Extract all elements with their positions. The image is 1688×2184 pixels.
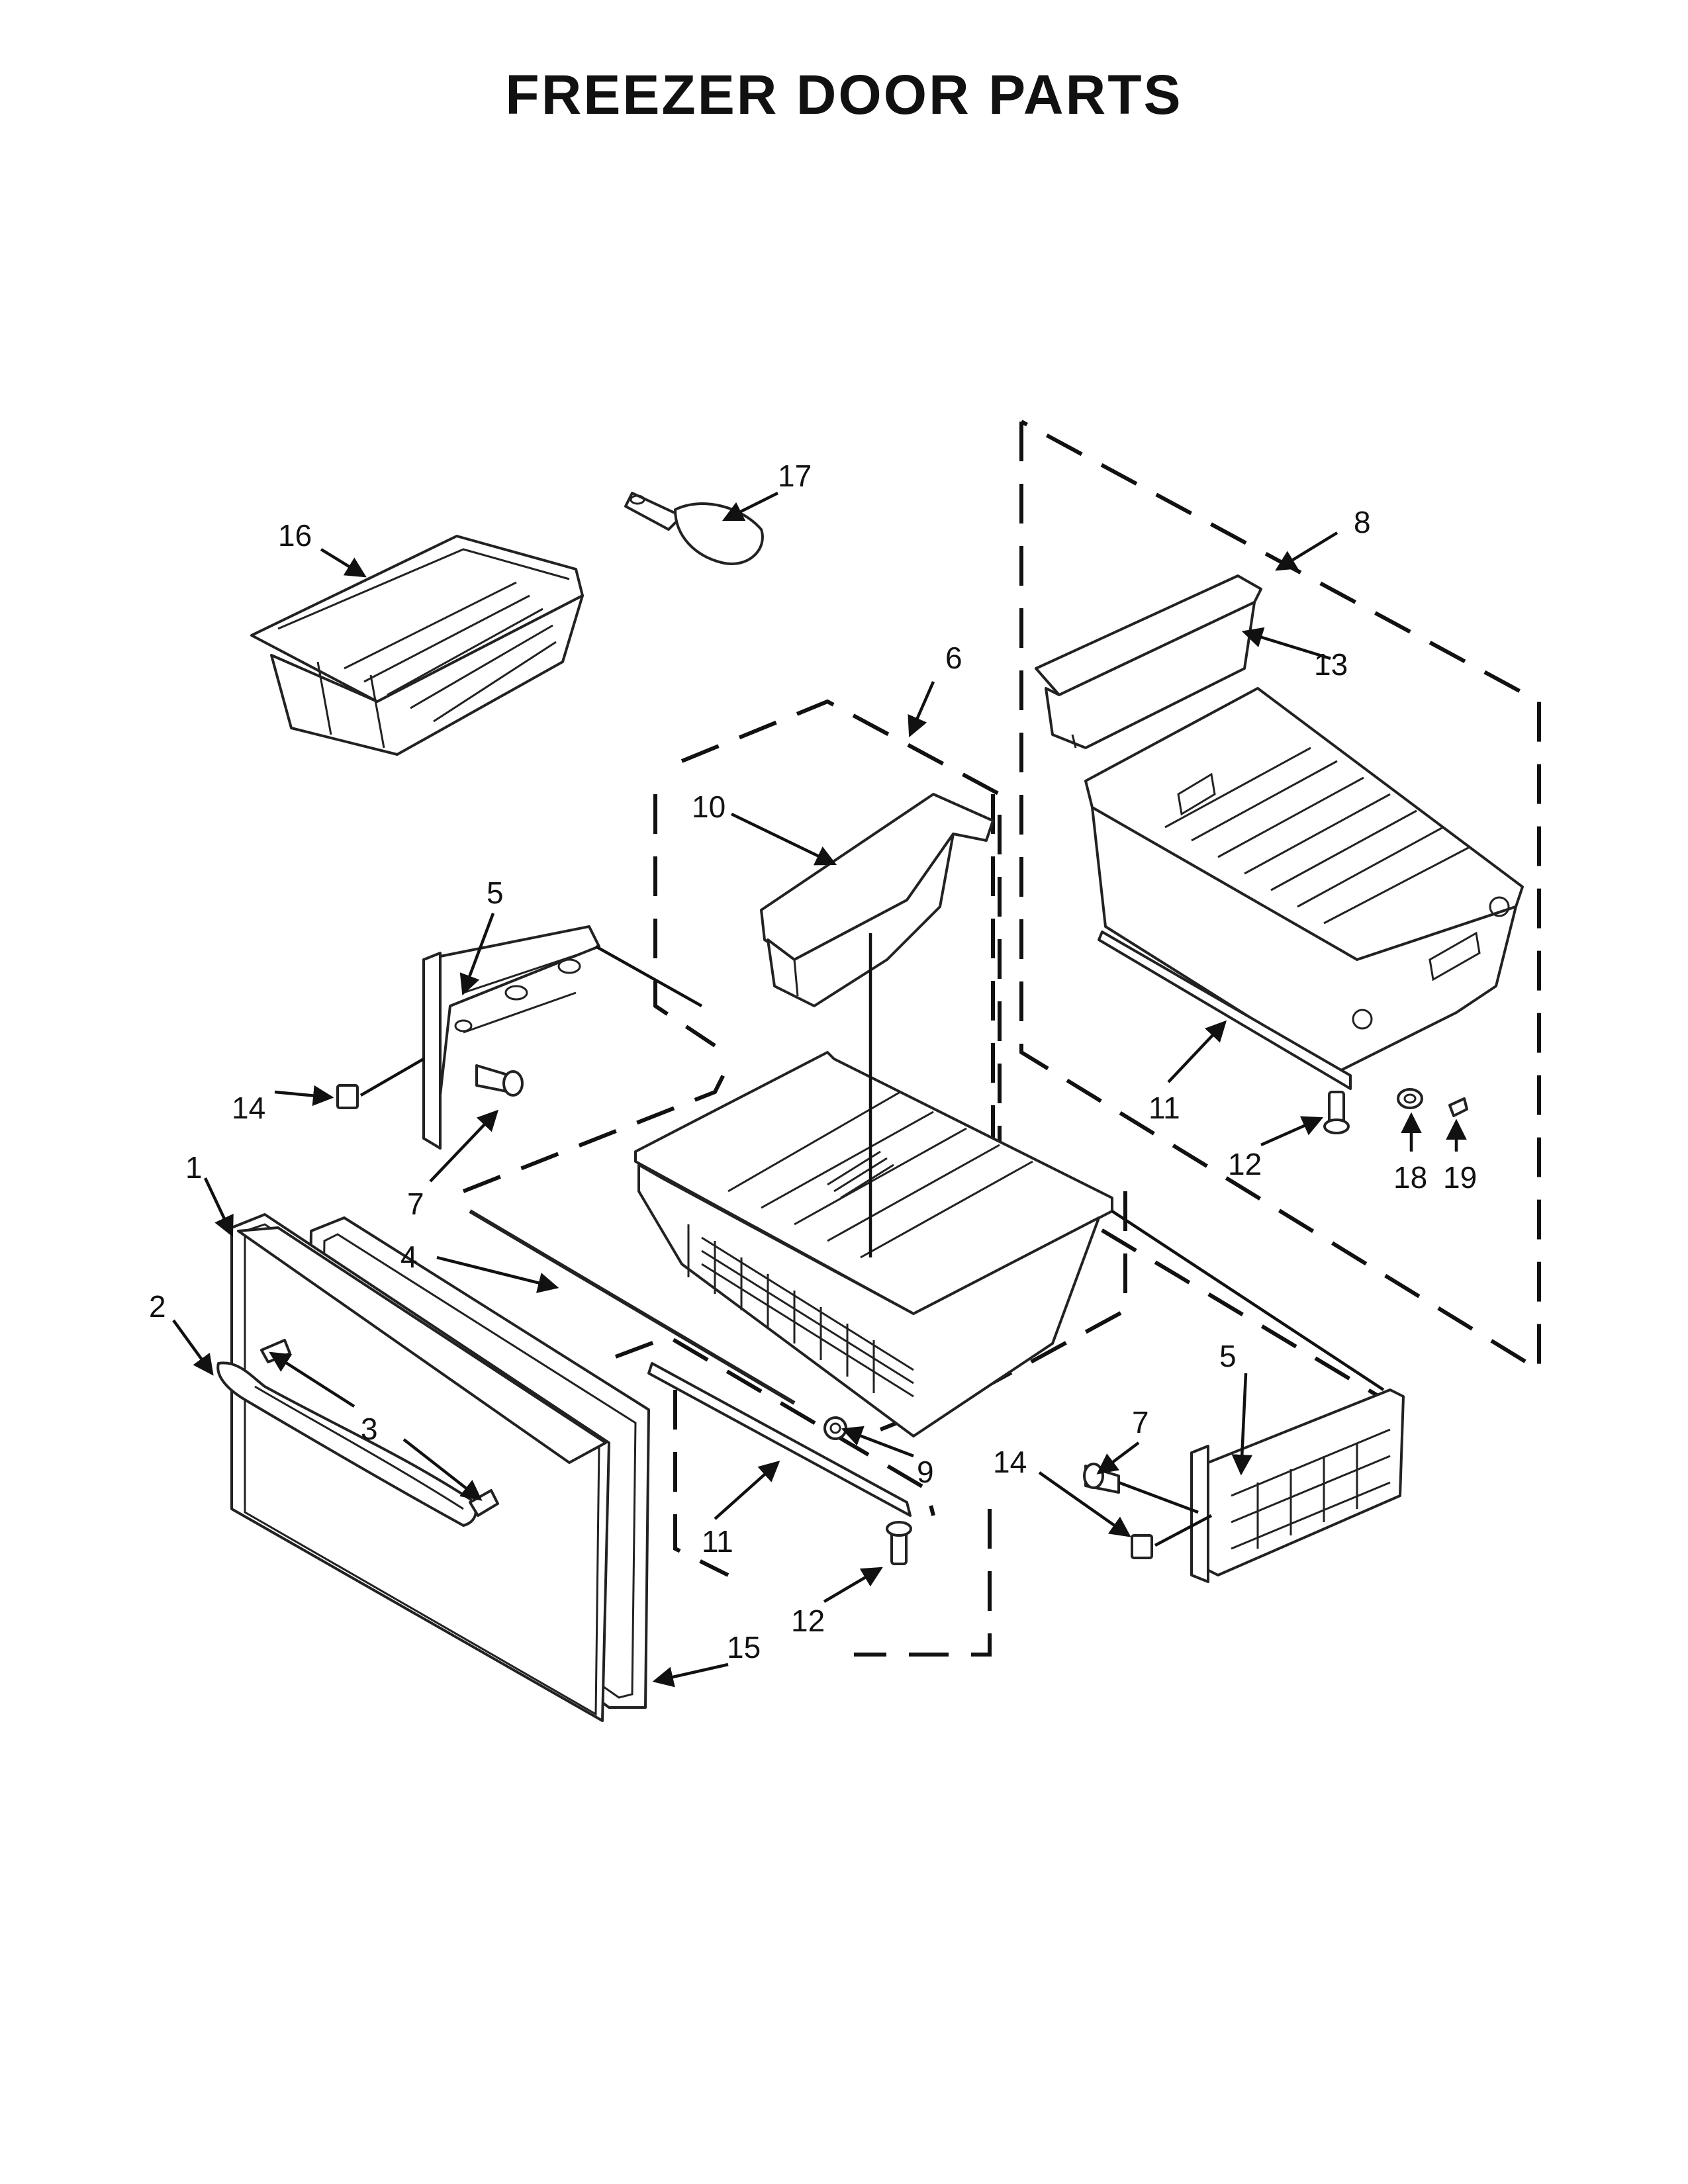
callout-16: 16 — [278, 518, 312, 553]
callout-5-right: 5 — [1219, 1339, 1237, 1373]
callout-13: 13 — [1314, 647, 1348, 682]
right-slide-rail-part — [1098, 931, 1352, 1090]
screw-part — [1448, 1097, 1468, 1117]
callout-11-right: 11 — [1149, 1091, 1180, 1125]
stabilizer-rod-part — [469, 1209, 796, 1405]
callout-7-right: 7 — [1132, 1405, 1149, 1439]
roller-part — [1397, 1088, 1423, 1109]
center-slide-rail-part — [647, 1362, 912, 1517]
group-outline-6 — [462, 699, 1002, 1357]
callout-14-left: 14 — [232, 1091, 265, 1125]
callout-17: 17 — [778, 459, 812, 493]
callout-labels: 1 2 3 4 5 5 6 7 7 8 9 10 11 11 12 12 13 … — [149, 459, 1477, 1664]
door-bin-part — [760, 793, 994, 1007]
callout-1: 1 — [185, 1150, 203, 1185]
group-outline-11-12 — [614, 1334, 992, 1657]
callout-9: 9 — [917, 1455, 934, 1489]
callout-4: 4 — [400, 1240, 418, 1274]
page-title: FREEZER DOOR PARTS — [505, 64, 1183, 126]
right-slide-bracket-part — [1190, 1388, 1405, 1583]
basket-roller-part — [823, 1416, 847, 1440]
callout-11-center: 11 — [702, 1524, 733, 1559]
left-slide-bracket-part — [422, 925, 600, 1150]
callout-18: 18 — [1393, 1160, 1427, 1195]
right-clip-part — [1131, 1534, 1153, 1559]
callout-15: 15 — [727, 1630, 761, 1664]
callout-12-center: 12 — [791, 1604, 825, 1638]
main-freezer-basket-part — [634, 1051, 1113, 1437]
callout-10: 10 — [692, 790, 726, 824]
callout-5-left: 5 — [487, 876, 504, 910]
left-bracket-screw-part — [475, 1064, 524, 1097]
callout-12-right: 12 — [1228, 1147, 1262, 1181]
right-large-basket-part — [1084, 687, 1524, 1073]
leader-lines — [172, 491, 1467, 1688]
center-rail-screw-part — [886, 1521, 912, 1565]
callout-7-left: 7 — [407, 1187, 424, 1221]
upper-small-bin-part — [1035, 574, 1262, 749]
callout-8: 8 — [1354, 505, 1371, 539]
left-clip-part — [336, 1084, 359, 1109]
ice-scoop-part — [624, 492, 764, 565]
callout-19: 19 — [1443, 1160, 1477, 1195]
callout-6: 6 — [945, 641, 962, 675]
callout-2: 2 — [149, 1289, 166, 1324]
door-handle-part — [216, 1361, 477, 1527]
handle-screw-right-part — [469, 1489, 499, 1517]
right-rail-screw-part — [1323, 1091, 1350, 1134]
callout-3: 3 — [361, 1412, 378, 1446]
right-bracket-screw-part — [1083, 1463, 1120, 1494]
ice-bucket-part — [250, 535, 584, 756]
callout-14-right: 14 — [993, 1445, 1027, 1479]
